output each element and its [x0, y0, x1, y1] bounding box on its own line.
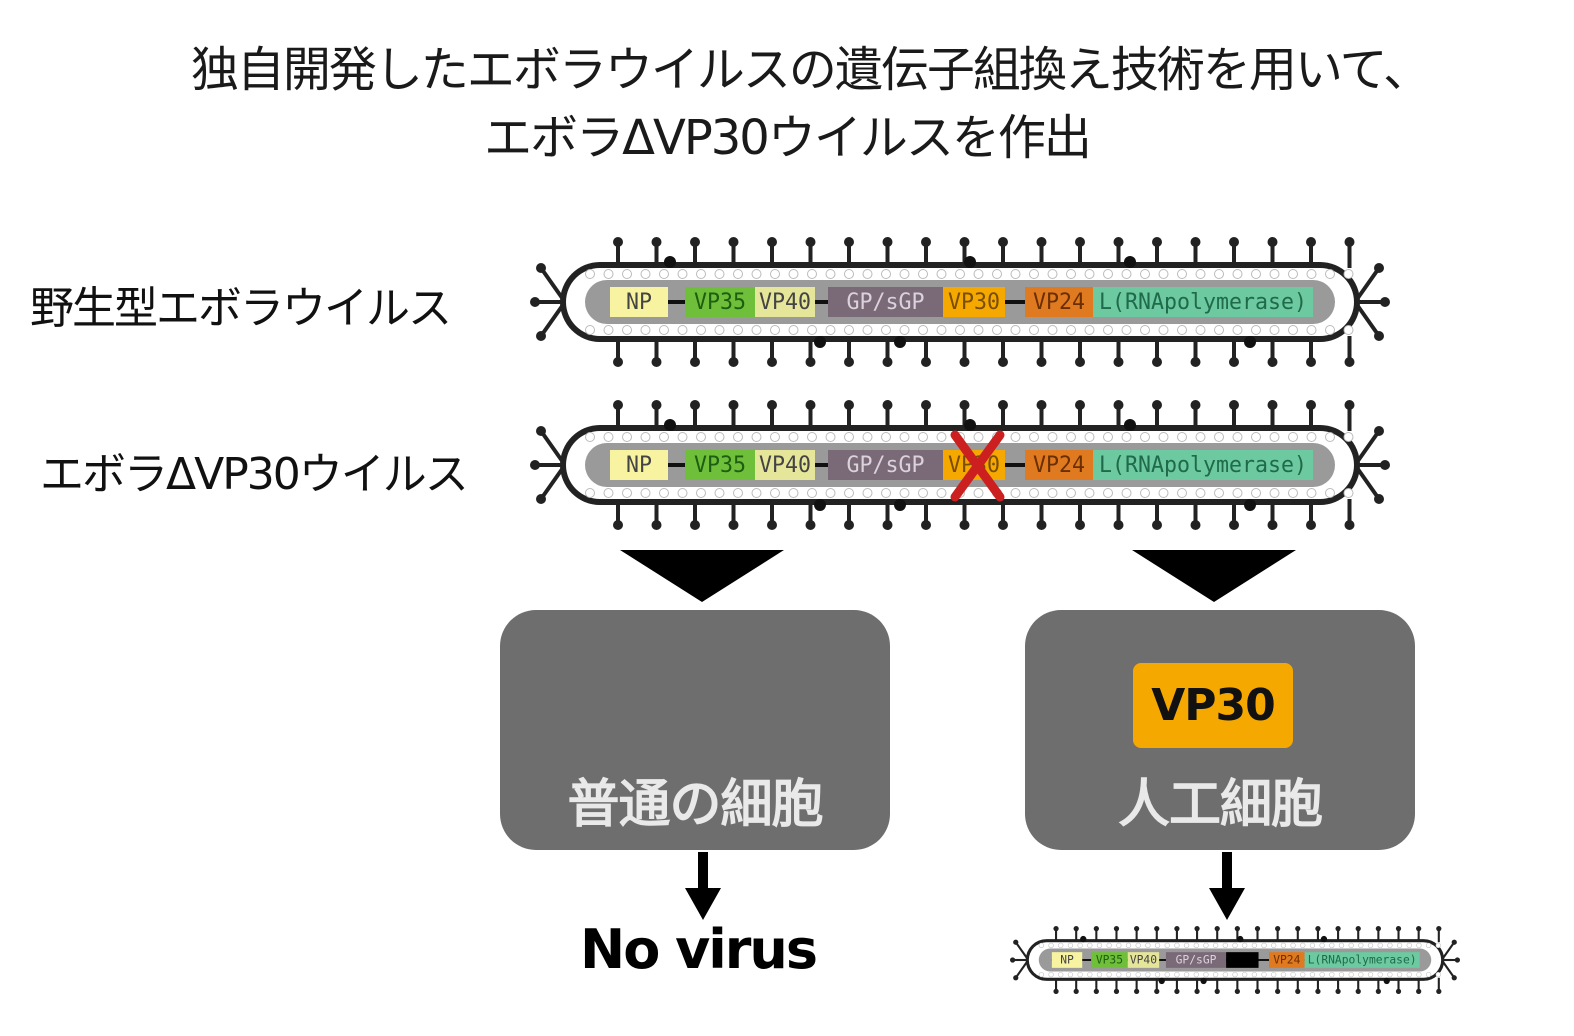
genome-segment-label: VP30 [948, 290, 1000, 315]
genome-segment-vp35 [1091, 952, 1128, 968]
genome-segment-lrnapolymerase [1304, 952, 1420, 968]
genome-segment-lrnapolymerase [1093, 287, 1313, 317]
artificial-cell-box: VP30 人工細胞 [1025, 610, 1415, 850]
vp30-badge: VP30 [1133, 663, 1293, 748]
genome-segment-label: NP [1060, 953, 1074, 967]
genome-segment-label: VP24 [1273, 953, 1300, 967]
down-arrow-right-icon [1209, 852, 1245, 920]
genome-segment-label: VP35 [694, 453, 746, 478]
normal-cell-label: 普通の細胞 [567, 775, 823, 835]
genome-segment-vp24 [1025, 450, 1093, 480]
genome-segment-label: VP40 [759, 453, 811, 478]
genome-segment-vp35 [685, 450, 755, 480]
genome-segment-label: VP24 [1033, 453, 1085, 478]
genome-segment-vp40 [755, 450, 815, 480]
diagram-title-line2: エボラΔVP30ウイルスを作出 [484, 110, 1092, 166]
artificial-cell-label: 人工細胞 [1117, 775, 1323, 835]
wild-type-label: 野生型エボラウイルス [30, 283, 452, 334]
diagram-title-line1: 独自開発したエボラウイルスの遺伝子組換え技術を用いて、 [190, 42, 1431, 98]
genome-segment-lrnapolymerase [1093, 450, 1313, 480]
genome-segment-label: GP/sGP [1176, 953, 1217, 967]
genome-segment-label: VP35 [694, 290, 746, 315]
genome-segment-vp40 [1127, 952, 1160, 968]
genome-segment-vp24 [1025, 287, 1093, 317]
knockout-x-mark [950, 430, 1005, 502]
genome-segment-label: L(RNApolymerase) [1099, 453, 1307, 478]
genome-segment-label: VP40 [1130, 953, 1157, 967]
genome-segment-gpsgp [828, 450, 943, 480]
genome-segment-np [1051, 952, 1083, 968]
wild-type-virus: NP VP35 VP40 GP/sGP VP30 VP24 L(RNApolymerase) [530, 237, 1390, 367]
genome-segment-np [610, 287, 668, 317]
genome-segment-label: VP24 [1033, 290, 1085, 315]
delta-vp30-label: エボラΔVP30ウイルス [40, 449, 469, 500]
progeny-virus: NP VP35 VP40 GP/sGP VP24 L(RNApolymerase) [1010, 925, 1460, 995]
genome-segment-gpsgp [828, 287, 943, 317]
arrowhead-to-normal-cell [620, 550, 784, 602]
genome-segment-label: L(RNApolymerase) [1308, 953, 1417, 967]
no-virus-result: No virus [580, 918, 818, 981]
down-arrow-left-icon [685, 852, 721, 920]
genome-segment-label: GP/sGP [847, 290, 925, 315]
genome-segment-gpsgp [1165, 952, 1227, 968]
genome-segment-label: NP [626, 453, 652, 478]
genome-segment-label: NP [626, 290, 652, 315]
genome-segment-vp30 [1226, 952, 1259, 968]
genome-segment-np [610, 450, 668, 480]
arrowhead-to-artificial-cell [1132, 550, 1296, 602]
genome-segment-vp35 [685, 287, 755, 317]
genome-segment-vp30 [943, 287, 1005, 317]
genome-segment-vp40 [755, 287, 815, 317]
genome-segment-vp24 [1269, 952, 1305, 968]
genome-segment-label: L(RNApolymerase) [1099, 290, 1307, 315]
genome-segment-label: VP35 [1096, 953, 1123, 967]
genome-segment-label: VP40 [759, 290, 811, 315]
normal-cell-box: 普通の細胞 [500, 610, 890, 850]
genome-segment-label: GP/sGP [847, 453, 925, 478]
